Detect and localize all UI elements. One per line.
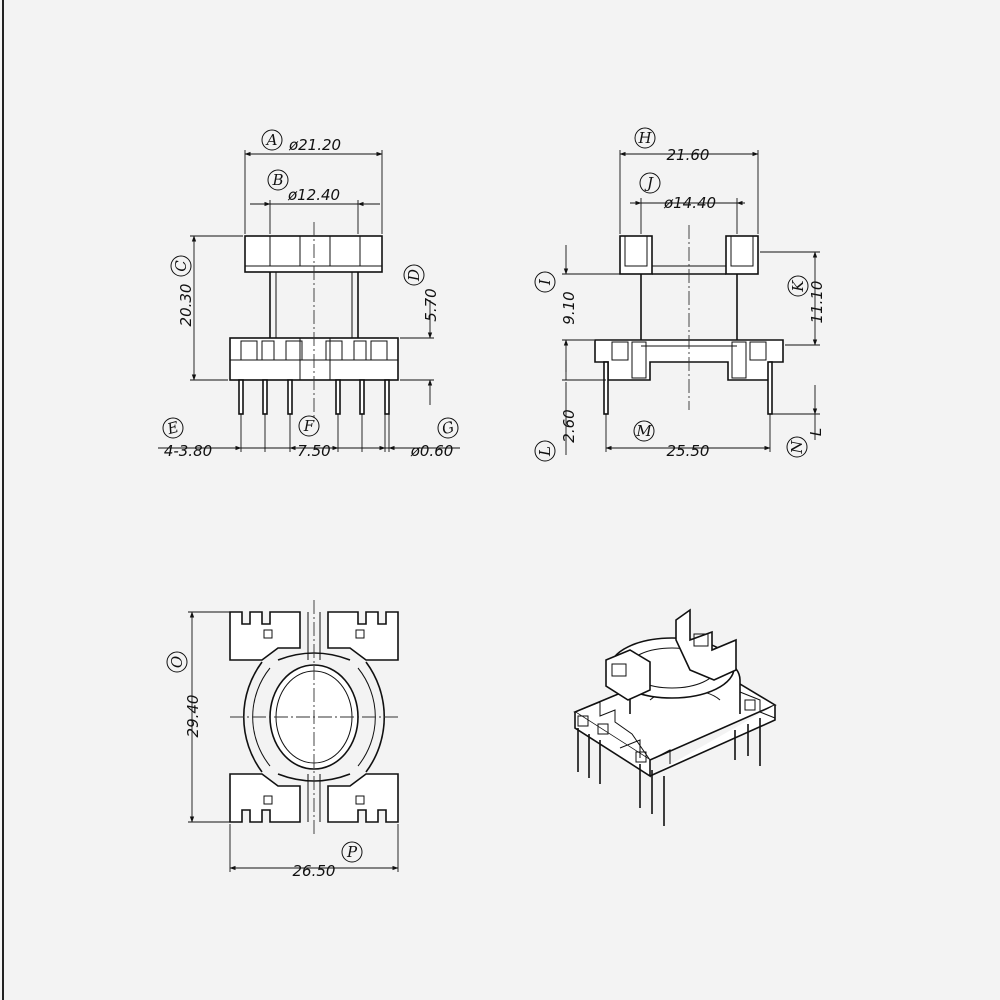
dim-j: ø14.40 [663,194,716,212]
dim-k: 11.10 [808,281,826,324]
label-j: J [644,174,654,192]
label-g: G [440,418,456,438]
dim-o: 29.40 [184,695,202,738]
isometric-view [573,608,777,826]
dim-p: 26.50 [293,862,336,880]
dim-n: L [807,428,825,436]
label-n: N [788,440,806,455]
label-l: L [536,446,554,457]
label-c: C [172,260,190,272]
label-h: H [637,129,652,147]
top-view: O 29.40 P 26.50 [166,600,400,880]
front-view: A ø21.20 B ø12.40 C 20.30 D 5.70 [158,129,460,460]
label-b: B [271,171,283,189]
label-o: O [168,656,186,668]
dim-e: 4-3.80 [164,442,212,460]
dim-b: ø12.40 [287,186,340,204]
dim-h: 21.60 [667,146,710,164]
label-i: I [536,278,554,286]
dim-i: 9.10 [560,291,578,324]
label-f: F [303,417,315,435]
dim-a: ø21.20 [288,136,341,154]
dim-f: 7.50 [297,442,330,460]
label-d: D [405,269,423,282]
label-k: K [789,280,807,293]
dim-m: 25.50 [667,442,710,460]
label-e: E [164,418,180,438]
dim-l: 2.60 [560,409,578,442]
dim-c: 20.30 [177,284,195,327]
side-view: H 21.60 J ø14.40 I 9.10 K 11.10 L 2.60 [534,127,826,462]
label-a: A [265,131,278,149]
label-p: P [346,843,358,861]
dim-g: ø0.60 [410,442,454,460]
label-m: M [635,422,652,440]
dim-d: 5.70 [422,288,440,321]
